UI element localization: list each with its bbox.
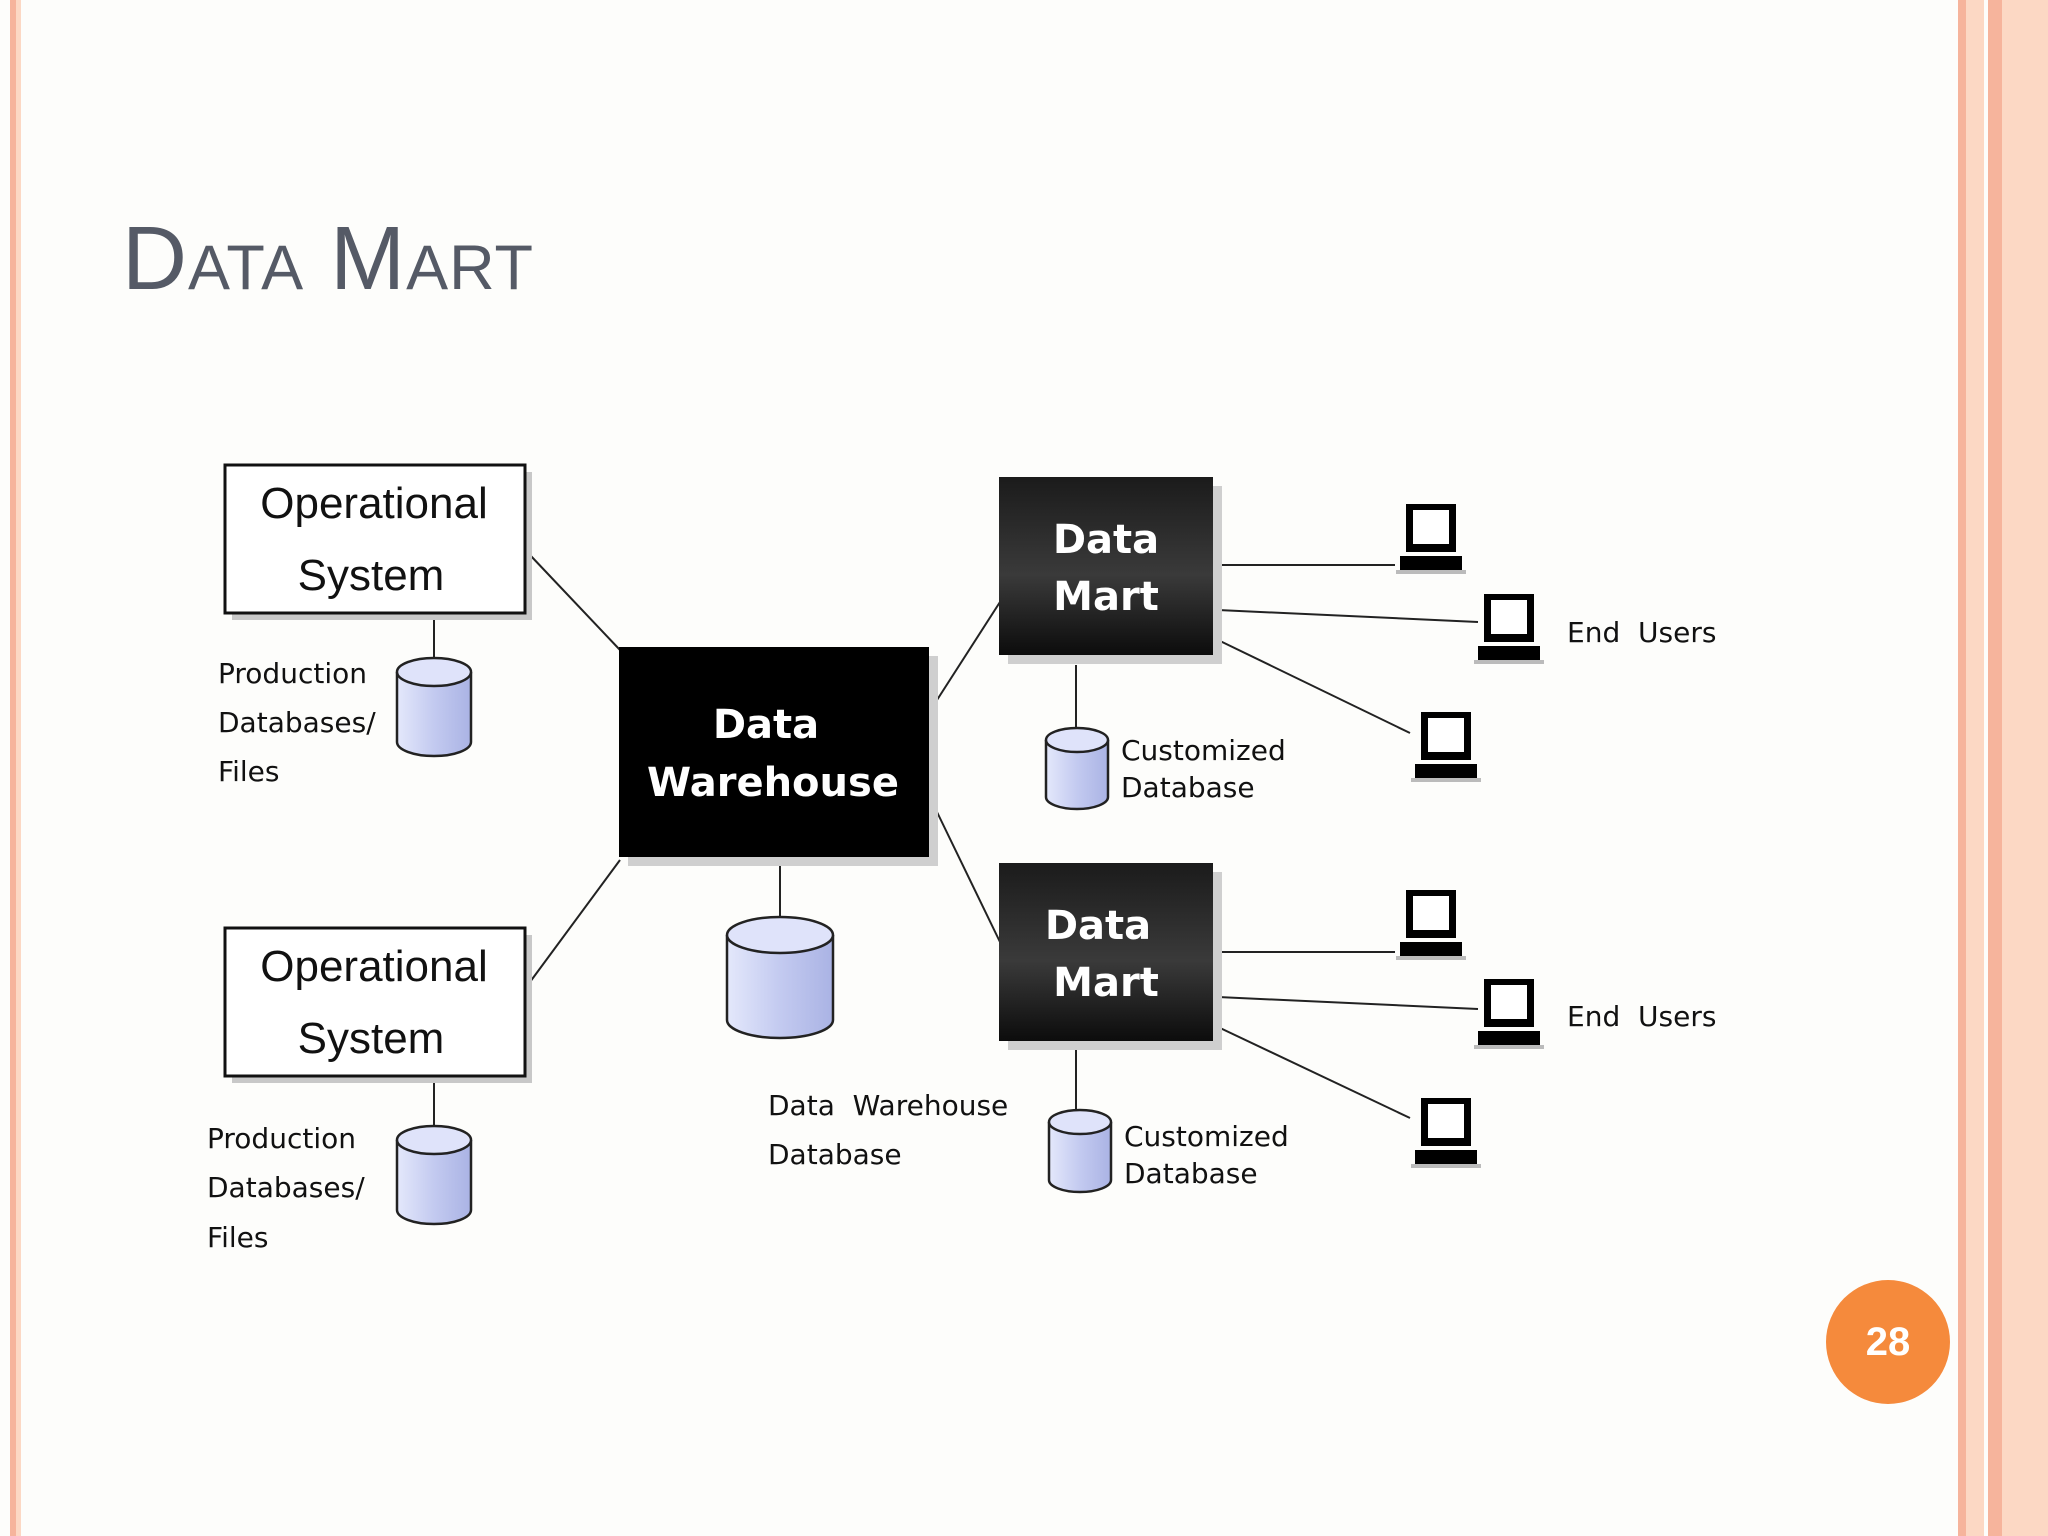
- right-border-stripe-outer: [2002, 0, 2048, 1536]
- line-dm-bottom-to-user-3: [1217, 1026, 1411, 1119]
- right-border-stripe-thin: [1958, 0, 1966, 1536]
- data-warehouse-line2: Warehouse: [647, 760, 899, 806]
- computer-terminal-icon: [1411, 712, 1481, 782]
- production-bottom-line3: Files: [207, 1221, 268, 1254]
- operational-system-top: Operational System: [223, 463, 532, 620]
- customized-label-bottom: Customized Database: [1124, 1120, 1289, 1190]
- database-cylinder-icon: [395, 656, 473, 758]
- line-os-bottom-to-dw: [529, 859, 621, 983]
- production-top-line2: Databases/: [218, 706, 376, 739]
- computer-terminal-icon: [1411, 1098, 1481, 1168]
- line-dw-to-dm-bottom: [936, 811, 1001, 943]
- database-cylinder-icon: [395, 1124, 473, 1226]
- data-mart-top-box: Data Mart: [999, 477, 1222, 664]
- customized-label-top: Customized Database: [1121, 734, 1286, 804]
- computer-terminal-icon: [1396, 504, 1466, 574]
- production-bottom-line2: Databases/: [207, 1171, 365, 1204]
- operational-system-bottom-line1: Operational: [260, 942, 487, 991]
- data-mart-bottom-line2: Mart: [1053, 960, 1159, 1006]
- left-border-stripe: [10, 0, 16, 1536]
- production-bottom-line1: Production: [207, 1122, 356, 1155]
- computer-terminal-icon: [1474, 979, 1544, 1049]
- operational-system-bottom-line2: System: [298, 1014, 445, 1063]
- production-label-top: Production Databases/ Files: [218, 657, 376, 788]
- data-warehouse-box: Data Warehouse: [619, 647, 938, 866]
- end-users-top-label: End Users: [1567, 616, 1716, 649]
- customized-top-line2: Database: [1121, 771, 1255, 804]
- customized-bottom-line2: Database: [1124, 1157, 1258, 1190]
- data-mart-top-line1: Data: [1053, 517, 1159, 563]
- end-users-bottom-label: End Users: [1567, 1000, 1716, 1033]
- data-mart-bottom-box: Data Mart: [999, 863, 1222, 1050]
- slide-title: Data Mart: [122, 209, 535, 309]
- dw-database-line2: Database: [768, 1138, 902, 1171]
- right-border-stripe-light: [1966, 0, 1984, 1536]
- line-os-top-to-dw: [529, 554, 621, 651]
- line-dw-to-dm-top: [936, 601, 1001, 701]
- customized-top-line1: Customized: [1121, 734, 1286, 767]
- right-border-stripe-thick: [1988, 0, 2002, 1536]
- page-number-badge: 28: [1826, 1280, 1950, 1404]
- line-dm-bottom-to-user-2: [1217, 996, 1479, 1010]
- data-mart-bottom-line1: Data: [1045, 903, 1151, 949]
- left-border-stripe-light: [16, 0, 21, 1536]
- right-border-stripe-gap: [1984, 0, 1988, 1536]
- data-mart-top-line2: Mart: [1053, 574, 1159, 620]
- dw-database-label: Data Warehouse Database: [768, 1089, 1008, 1171]
- operational-system-bottom: Operational System: [223, 926, 532, 1083]
- operational-system-top-line2: System: [298, 551, 445, 600]
- computer-terminal-icon: [1396, 890, 1466, 960]
- database-cylinder-icon: [1044, 726, 1110, 811]
- connector-lines: [433, 554, 1479, 1128]
- database-cylinder-icon: [725, 915, 835, 1040]
- production-label-bottom: Production Databases/ Files: [207, 1122, 365, 1254]
- line-dm-top-to-user-2: [1217, 609, 1479, 623]
- line-dm-top-to-user-3: [1217, 639, 1411, 734]
- production-top-line3: Files: [218, 755, 279, 788]
- production-top-line1: Production: [218, 657, 367, 690]
- dw-database-line1: Data Warehouse: [768, 1089, 1008, 1122]
- data-warehouse-line1: Data: [713, 702, 819, 748]
- database-cylinder-icon: [1047, 1108, 1113, 1194]
- operational-system-top-line1: Operational: [260, 479, 487, 528]
- customized-bottom-line1: Customized: [1124, 1120, 1289, 1153]
- computer-terminal-icon: [1474, 594, 1544, 664]
